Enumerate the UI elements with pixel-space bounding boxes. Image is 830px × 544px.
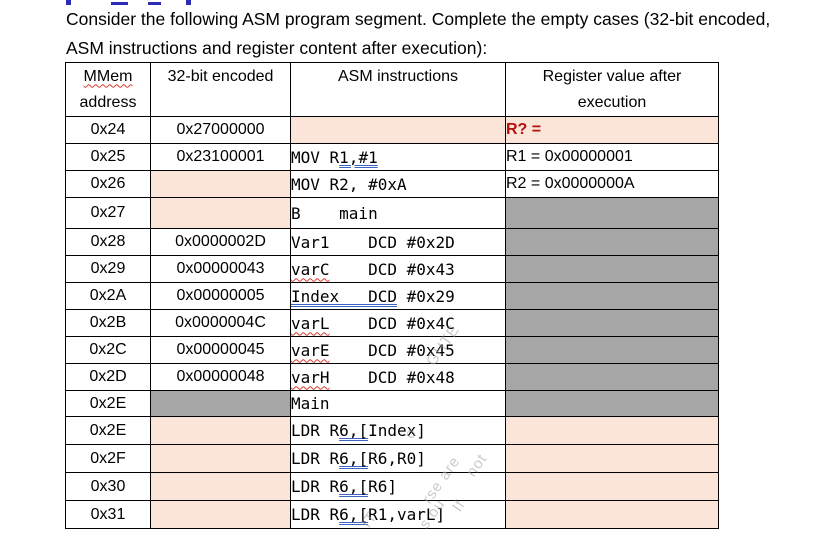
table-row: 0x2B 0x0000004C varL DCD #0x4C [65, 309, 719, 337]
asm-cell: Main [290, 390, 506, 417]
asm-cell: LDR R6,[R6] [290, 472, 506, 501]
encoded-cell[interactable] [150, 170, 291, 198]
address-cell: 0x24 [65, 116, 151, 144]
register-cell [505, 336, 719, 364]
address-cell: 0x31 [65, 500, 151, 529]
header-asm-instructions: ASM instructions [290, 62, 506, 117]
address-cell: 0x2D [65, 363, 151, 391]
clipped-heading-fragment [66, 0, 71, 5]
register-cell [505, 228, 719, 256]
asm-cell: B main [290, 197, 506, 229]
address-cell: 0x2C [65, 336, 151, 364]
address-cell: 0x29 [65, 255, 151, 283]
asm-cell: LDR R6,[R6,R0] [290, 444, 506, 473]
register-cell [505, 282, 719, 310]
encoded-cell[interactable] [150, 197, 291, 229]
address-cell: 0x2E [65, 390, 151, 417]
register-cell[interactable]: R? = [505, 116, 719, 144]
encoded-cell[interactable] [150, 416, 291, 445]
table-row: 0x28 0x0000002D Var1 DCD #0x2D [65, 228, 719, 256]
address-cell: 0x30 [65, 472, 151, 501]
encoded-cell: 0x00000048 [150, 363, 291, 391]
address-cell: 0x2F [65, 444, 151, 473]
encoded-cell: 0x23100001 [150, 143, 291, 171]
address-cell: 0x26 [65, 170, 151, 198]
asm-cell: Var1 DCD #0x2D [290, 228, 506, 256]
question-text-line2: ASM instructions and register content af… [66, 37, 488, 58]
register-cell[interactable] [505, 416, 719, 445]
address-cell: 0x2B [65, 309, 151, 337]
asm-cell: MOV R1,#1 [290, 143, 506, 171]
table-row: 0x26 MOV R2, #0xA R2 = 0x0000000A [65, 170, 719, 198]
table-row: 0x2A 0x00000005 Index DCD #0x29 [65, 282, 719, 310]
clipped-heading-fragment [148, 2, 161, 5]
table-row: 0x27 B main [65, 197, 719, 229]
header-32bit-encoded: 32-bit encoded [150, 62, 291, 117]
encoded-cell: 0x0000002D [150, 228, 291, 256]
encoded-cell: 0x00000045 [150, 336, 291, 364]
asm-cell: varH DCD #0x48 [290, 363, 506, 391]
asm-cell: Index DCD #0x29 [290, 282, 506, 310]
encoded-cell[interactable] [150, 444, 291, 473]
encoded-cell: 0x0000004C [150, 309, 291, 337]
table-row: 0x2F LDR R6,[R6,R0] [65, 444, 719, 473]
register-cell: R2 = 0x0000000A [505, 170, 719, 198]
table-row: 0x30 LDR R6,[R6] [65, 472, 719, 501]
address-cell: 0x27 [65, 197, 151, 229]
clipped-heading-fragment [186, 0, 191, 5]
register-cell [505, 309, 719, 337]
register-cell [505, 363, 719, 391]
table-row: 0x2E Main [65, 390, 719, 417]
encoded-cell[interactable] [150, 500, 291, 529]
register-cell[interactable] [505, 500, 719, 529]
table-row: 0x29 0x00000043 varC DCD #0x43 [65, 255, 719, 283]
table-row: 0x25 0x23100001 MOV R1,#1 R1 = 0x0000000… [65, 143, 719, 171]
address-cell: 0x2E [65, 416, 151, 445]
register-cell: R1 = 0x00000001 [505, 143, 719, 171]
table-row: 0x2D 0x00000048 varH DCD #0x48 [65, 363, 719, 391]
asm-cell: varC DCD #0x43 [290, 255, 506, 283]
address-cell: 0x25 [65, 143, 151, 171]
register-cell[interactable] [505, 444, 719, 473]
asm-cell: varL DCD #0x4C [290, 309, 506, 337]
asm-cell: LDR R6,[Index] [290, 416, 506, 445]
register-cell[interactable] [505, 472, 719, 501]
table-row: 0x2C 0x00000045 varE DCD #0x45 [65, 336, 719, 364]
asm-cell: LDR R6,[R1,varL] [290, 500, 506, 529]
register-cell [505, 197, 719, 229]
encoded-cell: 0x00000005 [150, 282, 291, 310]
question-text-line1: Consider the following ASM program segme… [66, 9, 771, 29]
address-cell: 0x2A [65, 282, 151, 310]
asm-cell: varE DCD #0x45 [290, 336, 506, 364]
table-row: 0x31 LDR R6,[R1,varL] [65, 500, 719, 529]
encoded-cell [150, 390, 291, 417]
encoded-cell: 0x00000043 [150, 255, 291, 283]
register-cell [505, 255, 719, 283]
question-text: Consider the following ASM program segme… [66, 5, 806, 62]
encoded-cell[interactable] [150, 472, 291, 501]
asm-cell[interactable] [290, 116, 506, 144]
clipped-heading-fragment [111, 2, 128, 5]
table-row: 0x2E LDR R6,[Index] [65, 416, 719, 445]
encoded-cell: 0x27000000 [150, 116, 291, 144]
table-row: 0x24 0x27000000 R? = [65, 116, 719, 144]
address-cell: 0x28 [65, 228, 151, 256]
register-cell [505, 390, 719, 417]
asm-cell: MOV R2, #0xA [290, 170, 506, 198]
